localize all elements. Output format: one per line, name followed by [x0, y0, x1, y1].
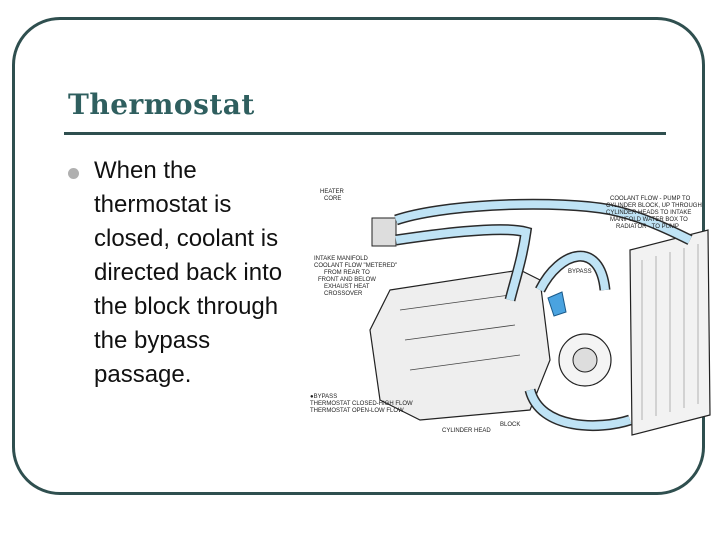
heater-core-shape — [372, 218, 396, 246]
svg-text:CYLINDER HEAD: CYLINDER HEAD — [442, 428, 491, 434]
bullet-text: When the thermostat is closed, coolant i… — [94, 154, 304, 392]
svg-text:BLOCK: BLOCK — [500, 422, 520, 428]
engine-block-shape — [370, 270, 550, 420]
bullet-icon — [68, 168, 79, 179]
svg-text:BYPASS: BYPASS — [568, 269, 592, 275]
title-divider — [64, 132, 666, 135]
slide-title: Thermostat — [68, 88, 255, 121]
bypass-passage-shape — [548, 292, 566, 316]
